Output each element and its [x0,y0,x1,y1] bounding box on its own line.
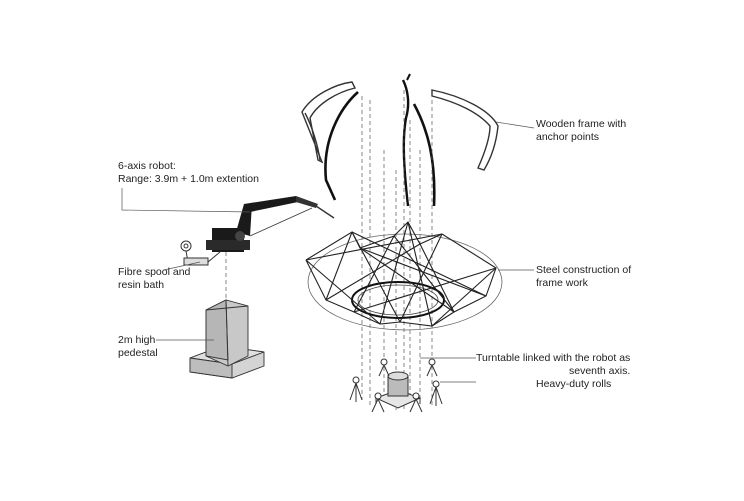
fibre-spool [180,240,221,266]
label-pedestal-line1: 2m high [118,334,156,346]
label-robot: 6-axis robot: Range: 3.9m + 1.0m extenti… [118,160,259,186]
label-robot-line2: Range: 3.9m + 1.0m extention [118,173,259,185]
label-turntable: Turntable linked with the robot as seven… [476,352,630,378]
leader-lines [121,121,535,383]
label-frame-line2: anchor points [536,131,600,143]
label-rolls: Heavy-duty rolls [536,378,611,391]
wooden-frame [301,73,499,207]
robot-arm [206,196,335,252]
pedestal [189,299,265,379]
label-turntable-line1: Turntable linked with the robot as [476,352,631,364]
label-spool-line2: resin bath [118,279,165,291]
label-frame-line1: Wooden frame with [536,118,627,130]
label-pedestal-line2: pedestal [118,347,158,359]
label-spool-line1: Fibre spool and [118,266,191,278]
steel-framework [305,221,503,331]
label-pedestal: 2m high pedestal [118,334,158,360]
label-frame: Wooden frame with anchor points [536,118,626,144]
label-spool: Fibre spool and resin bath [118,266,190,292]
alignment-lines [225,90,433,410]
heavy-duty-rolls [349,358,443,413]
turntable [374,371,422,409]
label-turntable-line2: seventh axis. [568,365,631,377]
label-steel: Steel construction of frame work [536,264,631,290]
label-steel-line2: frame work [536,277,588,289]
label-robot-line1: 6-axis robot: [118,160,176,172]
label-rolls-line1: Heavy-duty rolls [536,378,612,390]
label-steel-line1: Steel construction of [536,264,632,276]
